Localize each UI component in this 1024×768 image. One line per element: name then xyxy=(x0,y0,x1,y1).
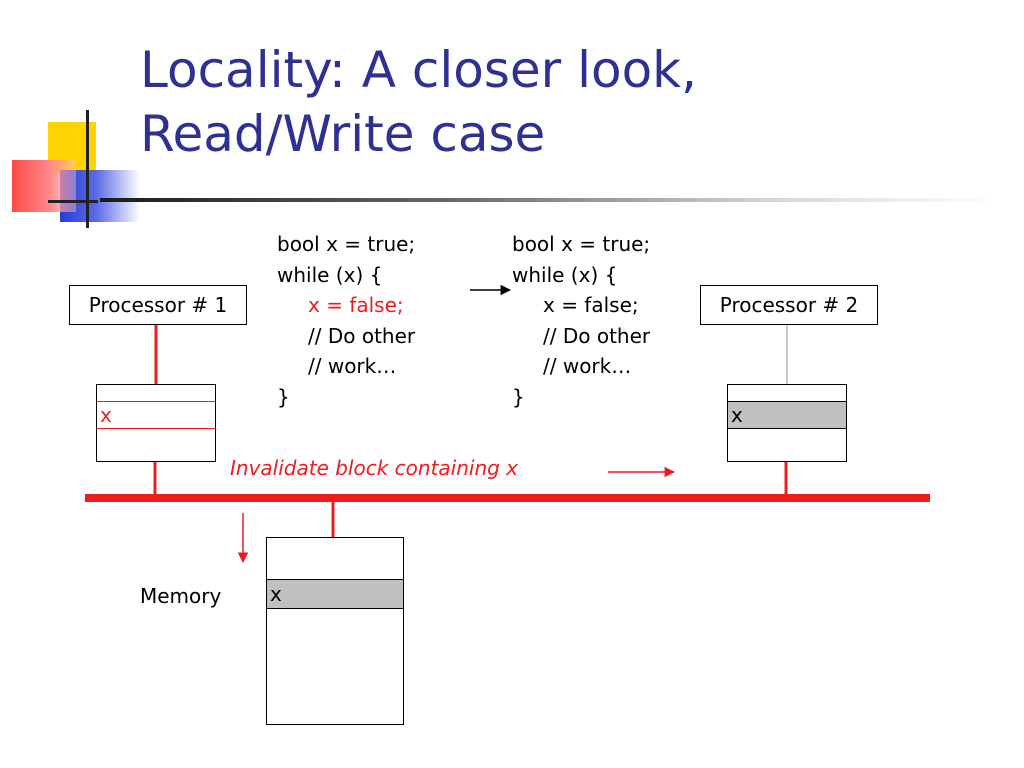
title-underline xyxy=(100,198,1000,202)
code-line: while (x) { xyxy=(512,262,618,287)
code-line: } xyxy=(512,384,525,409)
memory-line-x: x xyxy=(267,579,403,609)
processor-1-box: Processor # 1 xyxy=(69,285,247,325)
slide-title: Locality: A closer look, Read/Write case xyxy=(140,38,1000,166)
memory-block: x xyxy=(266,537,404,725)
code-line: x = false; xyxy=(543,293,639,317)
code-block-processor-2: bool x = true; while (x) { x = false; //… xyxy=(512,229,650,412)
cache-1-entry: x xyxy=(100,403,112,427)
code-line: // Do other xyxy=(308,323,416,348)
cache-1: x xyxy=(96,384,216,462)
code-line: // work… xyxy=(308,354,397,378)
memory-label: Memory xyxy=(140,584,222,608)
code-line: bool x = true; xyxy=(512,232,651,256)
logo-horizontal-line xyxy=(48,200,98,203)
processor-1-label: Processor # 1 xyxy=(88,293,228,317)
code-line-highlighted: x = false; xyxy=(308,293,404,317)
logo-red-square xyxy=(12,160,76,212)
code-line: } xyxy=(277,384,290,409)
code-block-processor-1: bool x = true; while (x) { x = false; //… xyxy=(277,229,415,412)
logo-vertical-line xyxy=(86,110,89,228)
corner-logo xyxy=(0,100,140,230)
code-line: // work… xyxy=(543,354,632,378)
cache-2: x xyxy=(727,384,847,462)
cache-2-entry: x xyxy=(731,403,743,427)
processor-2-label: Processor # 2 xyxy=(719,293,859,317)
memory-entry: x xyxy=(270,582,282,606)
title-line-1: Locality: A closer look, xyxy=(140,41,698,99)
processor-2-box: Processor # 2 xyxy=(700,285,878,325)
cache-1-line-x: x xyxy=(97,401,215,429)
cache-2-line-x: x xyxy=(728,401,846,429)
invalidate-message: Invalidate block containing x xyxy=(230,456,519,480)
code-line: // Do other xyxy=(543,323,651,348)
title-line-2: Read/Write case xyxy=(140,105,546,163)
code-line: bool x = true; xyxy=(277,232,416,256)
code-line: while (x) { xyxy=(277,262,383,287)
